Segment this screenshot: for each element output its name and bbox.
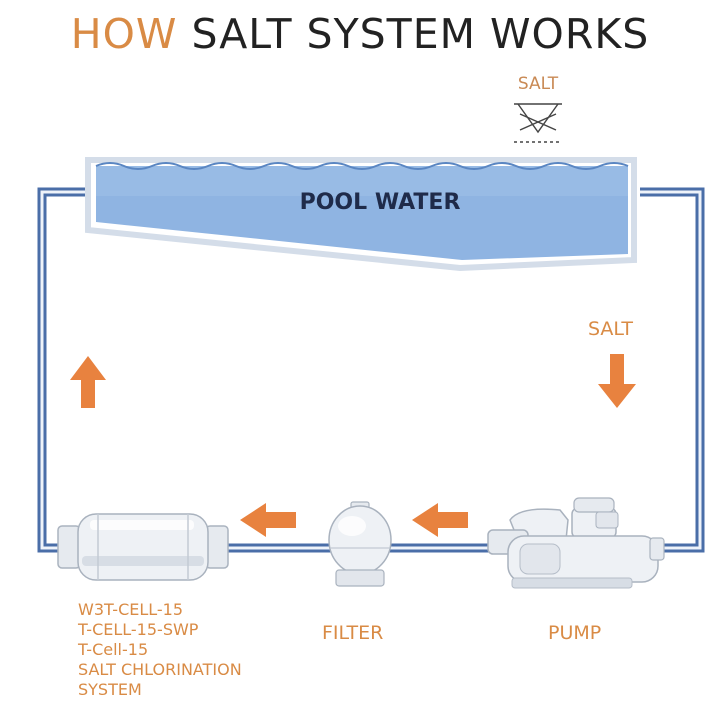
salt-right-label: SALT xyxy=(588,318,633,340)
filter-label: FILTER xyxy=(322,622,384,644)
page-title: HOW SALT SYSTEM WORKS xyxy=(0,10,720,58)
salt-top-label: SALT xyxy=(517,74,559,94)
cell-line: SALT CHLORINATION xyxy=(78,660,242,679)
arrow-up-left xyxy=(70,356,106,408)
cell-line: T-CELL-15-SWP xyxy=(78,620,199,639)
cell-line: W3T-CELL-15 xyxy=(78,600,184,619)
cell-line: T-Cell-15 xyxy=(78,640,149,659)
pool-basin xyxy=(85,157,637,272)
title-highlight: HOW xyxy=(70,10,178,58)
pump-label: PUMP xyxy=(548,622,602,644)
salt-cell-icon xyxy=(57,513,229,581)
arrow-down-right xyxy=(598,354,636,408)
arrow-left-filter xyxy=(240,503,296,537)
salt-cell-label: W3T-CELL-15 T-CELL-15-SWP T-Cell-15 SALT… xyxy=(78,600,242,700)
salt-pour-icon xyxy=(514,103,562,143)
pool-water-label: POOL WATER xyxy=(299,190,461,215)
cell-line: SYSTEM xyxy=(78,680,142,699)
filter-icon xyxy=(328,501,392,587)
arrow-left-pump xyxy=(412,503,468,537)
title-rest: SALT SYSTEM WORKS xyxy=(177,10,650,58)
pump-icon xyxy=(487,497,665,589)
